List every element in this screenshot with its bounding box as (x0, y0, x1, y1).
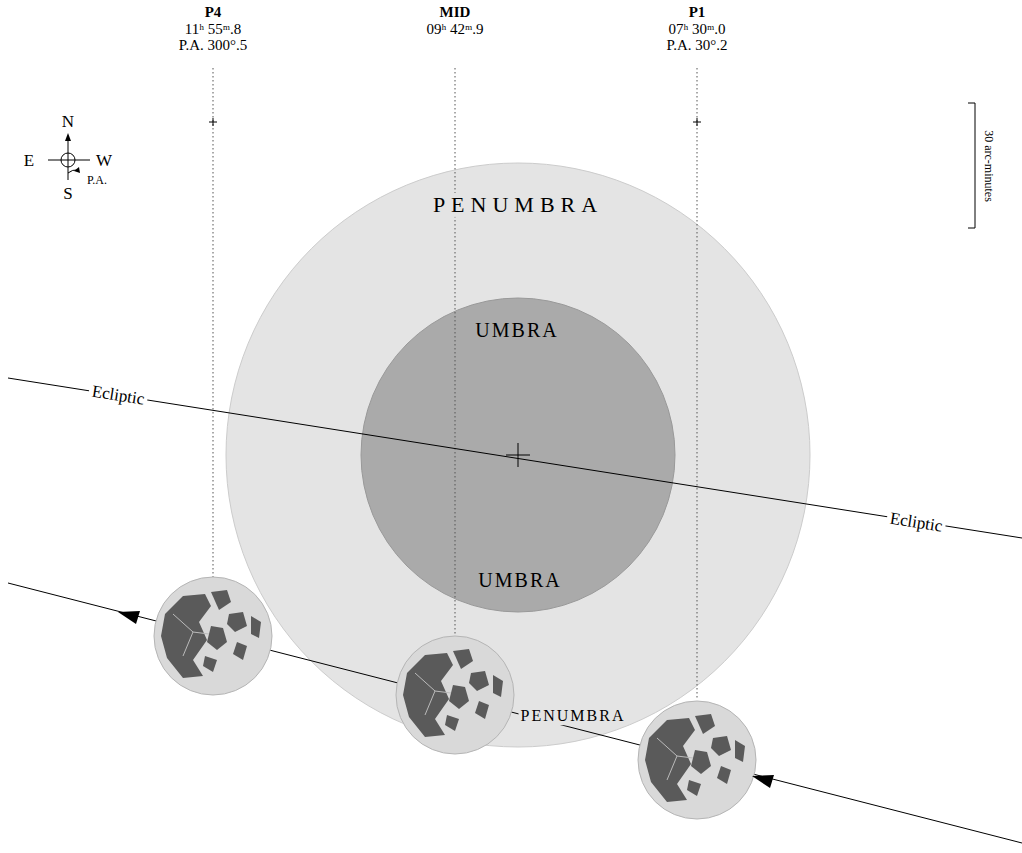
compass-letter: N (62, 113, 74, 132)
compass-label: P.A. (87, 174, 107, 187)
scale-label: 30 arc-minutes (981, 130, 994, 202)
compass-letter: E (24, 152, 34, 171)
region-label: PENUMBRA (519, 707, 628, 725)
compass-letter: W (96, 152, 112, 171)
contact-time: 09ʰ 42ᵐ.9 (426, 21, 483, 38)
position-angle: P.A. 30°.2 (666, 37, 727, 54)
contact-name: MID (440, 4, 471, 21)
contact-time: 11ʰ 55ᵐ.8 (185, 21, 242, 38)
contact-name: P4 (205, 4, 222, 21)
position-angle: P.A. 300°.5 (179, 37, 248, 54)
region-label: UMBRA (473, 319, 560, 341)
ecliptic-label: Ecliptic (885, 509, 946, 537)
region-label: PENUMBRA (431, 193, 605, 217)
region-label: UMBRA (476, 569, 563, 591)
ecliptic-label: Ecliptic (87, 382, 148, 410)
contact-time: 07ʰ 30ᵐ.0 (668, 21, 725, 38)
compass-letter: S (63, 185, 72, 204)
contact-name: P1 (689, 4, 706, 21)
